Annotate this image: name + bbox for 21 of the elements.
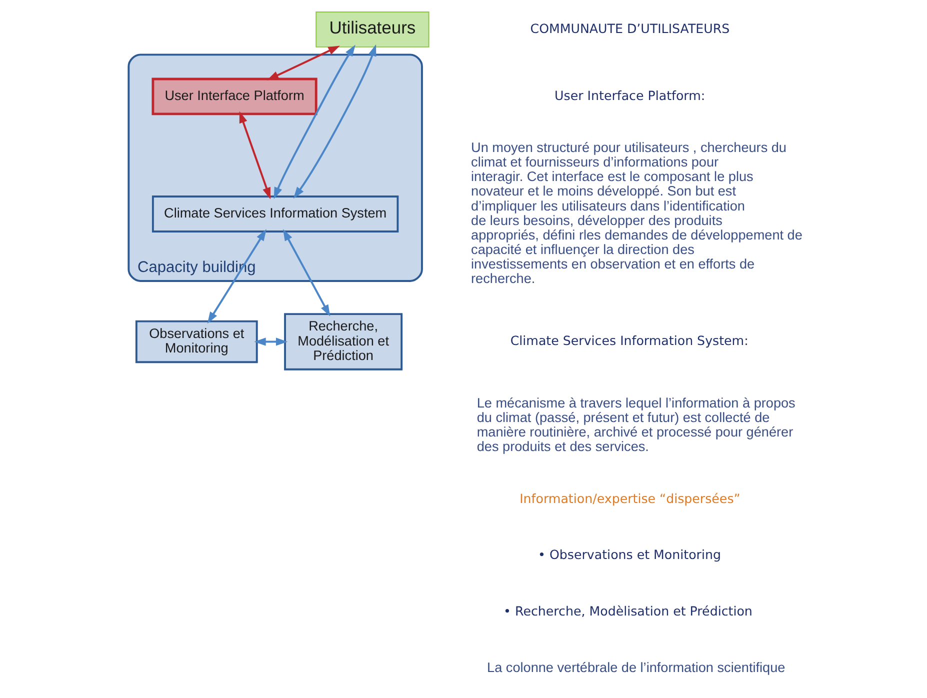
label: Un moyen structuré pour utilisateurs , chercheurs du climat et fournisseurs d’informations pour interagir. Cet interface est le composant le plus novateur et le moins développé. Son but est d’impliquer les utilisateurs dans l’identification de leurs besoins, développer des produits appropriés, défini rles demandes de développement de capacité et influençer la direction des investissements en observation et en efforts de recherche. <box>471 140 802 286</box>
label: • Recherche, Modèlisation et Prédiction <box>504 604 752 619</box>
node-box: Observations et Monitoring <box>135 320 258 364</box>
label: Information/expertise “dispersées” <box>520 490 740 506</box>
arrow <box>254 338 288 346</box>
node-box: Recherche, Modélisation et Prédiction <box>284 313 403 370</box>
label: User Interface Platform: <box>554 88 706 103</box>
arrow <box>293 44 376 199</box>
arrow <box>266 46 340 80</box>
label: • Observations et Monitoring <box>538 547 721 562</box>
label: COMMUNAUTE D’UTILISATEURS <box>530 20 730 36</box>
node-box: Climate Services Information System <box>152 196 399 232</box>
arrow <box>282 229 330 316</box>
node-box: User Interface Platform <box>152 78 318 116</box>
label: Climate Services Information System: <box>510 333 748 348</box>
node-box: Utilisateurs <box>316 11 430 48</box>
label: La colonne vertébrale de l’information scientifique <box>487 660 786 676</box>
label: Le mécanisme à travers lequel l’information à propos du climat (passé, présent et futur) est collecté de manière routinière, archivé et processé pour générer des produits et des services. <box>476 395 796 454</box>
arrow <box>274 44 356 200</box>
arrow <box>207 229 266 324</box>
arrow <box>239 111 270 200</box>
